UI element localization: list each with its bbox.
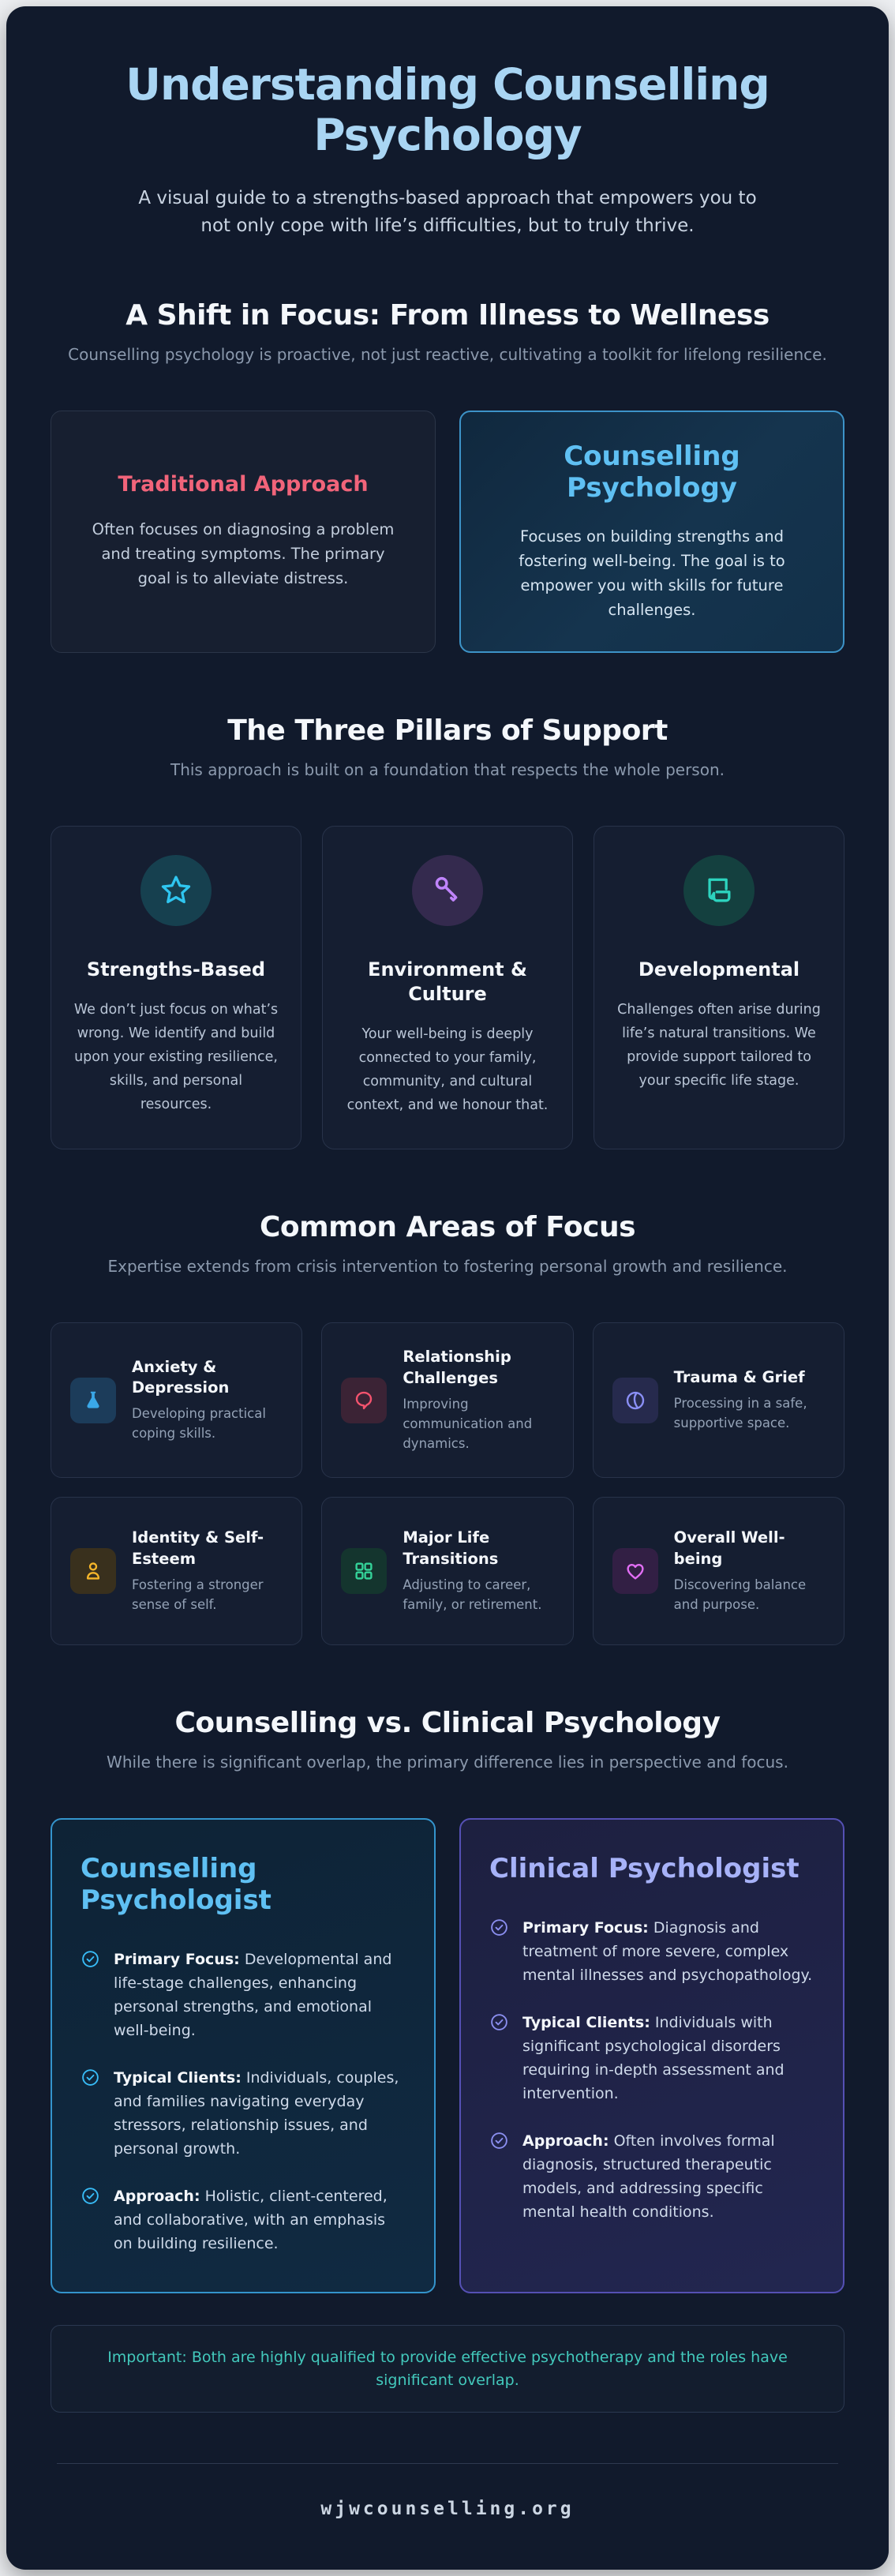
traditional-approach-title: Traditional Approach bbox=[118, 471, 369, 497]
chat-bubble-icon bbox=[341, 1377, 388, 1423]
counselling-psychology-body: Focuses on building strengths and foster… bbox=[519, 527, 785, 620]
check-circle-icon bbox=[489, 1916, 510, 1987]
check-circle-icon bbox=[489, 2011, 510, 2105]
area-card-anxiety: Anxiety & Depression Developing practica… bbox=[51, 1322, 303, 1479]
pillar-card-environment: Environment & Culture Your well-being is… bbox=[322, 825, 573, 1150]
area-card-relationships: Relationship Challenges Improving commun… bbox=[321, 1322, 574, 1479]
item-label: Typical Clients: bbox=[114, 2069, 242, 2087]
item-label: Primary Focus: bbox=[114, 1951, 240, 1969]
check-circle-icon bbox=[81, 1948, 101, 2042]
footer-site-url: wjwcounselling.org bbox=[320, 2499, 575, 2520]
pillar-card-strengths: Strengths-Based We don’t just focus on w… bbox=[51, 825, 301, 1150]
counselling-psychology-card: Counselling Psychology Focuses on buildi… bbox=[459, 410, 844, 653]
area-card-transitions: Major Life Transitions Adjusting to care… bbox=[321, 1497, 574, 1646]
area-title: Anxiety & Depression bbox=[132, 1357, 230, 1397]
list-item: Primary Focus: Developmental and life-st… bbox=[81, 1948, 406, 2042]
pillars-heading: The Three Pillars of Support bbox=[227, 714, 668, 747]
area-body: Adjusting to career, family, or retireme… bbox=[403, 1577, 542, 1612]
area-body: Processing in a safe, supportive space. bbox=[673, 1396, 807, 1430]
shift-subheading: Counselling psychology is proactive, not… bbox=[68, 344, 827, 364]
pillar-body: We don’t just focus on what’s wrong. We … bbox=[73, 1001, 279, 1113]
pillar-body: Your well-being is deeply connected to y… bbox=[346, 1026, 549, 1114]
check-circle-icon bbox=[81, 2066, 101, 2161]
grid-icon bbox=[341, 1548, 388, 1595]
areas-subheading: Expertise extends from crisis interventi… bbox=[107, 1257, 788, 1277]
item-label: Primary Focus: bbox=[522, 1919, 649, 1937]
heart-icon bbox=[612, 1548, 658, 1595]
area-title: Trauma & Grief bbox=[673, 1367, 805, 1386]
compare-heading: Counselling vs. Clinical Psychology bbox=[174, 1707, 721, 1740]
compare-subheading: While there is significant overlap, the … bbox=[107, 1753, 788, 1772]
check-circle-icon bbox=[81, 2184, 101, 2255]
traditional-approach-card: Traditional Approach Often focuses on di… bbox=[51, 410, 436, 653]
section-three-pillars: The Three Pillars of Support This approa… bbox=[51, 714, 844, 1150]
star-icon bbox=[140, 854, 212, 926]
counselling-psychologist-title: Counselling Psychologist bbox=[81, 1853, 271, 1917]
traditional-approach-body: Often focuses on diagnosing a problem an… bbox=[92, 519, 395, 588]
key-icon bbox=[412, 854, 483, 926]
area-title: Identity & Self-Esteem bbox=[132, 1528, 264, 1568]
area-card-wellbeing: Overall Well-being Discovering balance a… bbox=[592, 1497, 844, 1646]
area-card-identity: Identity & Self-Esteem Fostering a stron… bbox=[51, 1497, 303, 1646]
page-subtitle: A visual guide to a strengths-based appr… bbox=[138, 187, 757, 237]
area-title: Major Life Transitions bbox=[403, 1528, 499, 1568]
section-compare: Counselling vs. Clinical Psychology Whil… bbox=[51, 1707, 844, 2294]
list-item: Primary Focus: Diagnosis and treatment o… bbox=[489, 1916, 814, 1987]
item-label: Typical Clients: bbox=[522, 2014, 650, 2032]
area-body: Improving communication and dynamics. bbox=[403, 1397, 533, 1451]
item-text: Diagnosis and treatment of more severe, … bbox=[522, 1919, 813, 1985]
area-card-trauma: Trauma & Grief Processing in a safe, sup… bbox=[592, 1322, 844, 1479]
clinical-psychologist-card: Clinical Psychologist Primary Focus: Dia… bbox=[459, 1818, 844, 2294]
pillar-card-developmental: Developmental Challenges often arise dur… bbox=[594, 825, 844, 1150]
calm-circle-icon bbox=[612, 1377, 658, 1423]
page-title: Understanding Counselling Psychology bbox=[125, 59, 770, 160]
clinical-psychologist-title: Clinical Psychologist bbox=[489, 1853, 800, 1885]
footer-divider bbox=[57, 2463, 838, 2465]
area-body: Developing practical coping skills. bbox=[132, 1406, 266, 1442]
pillar-body: Challenges often arise during life’s nat… bbox=[617, 1001, 821, 1089]
area-body: Fostering a stronger sense of self. bbox=[132, 1577, 264, 1612]
pillar-title: Strengths-Based bbox=[86, 958, 266, 981]
list-item: Approach: Holistic, client-centered, and… bbox=[81, 2184, 406, 2255]
area-title: Relationship Challenges bbox=[403, 1348, 511, 1387]
flask-icon bbox=[70, 1377, 116, 1423]
pillar-title: Environment & Culture bbox=[368, 958, 527, 1005]
counselling-psychologist-card: Counselling Psychologist Primary Focus: … bbox=[51, 1818, 436, 2294]
section-common-areas: Common Areas of Focus Expertise extends … bbox=[51, 1211, 844, 1646]
list-item: Typical Clients: Individuals, couples, a… bbox=[81, 2066, 406, 2161]
item-label: Approach: bbox=[114, 2188, 200, 2206]
area-body: Discovering balance and purpose. bbox=[673, 1577, 807, 1612]
section-shift-in-focus: A Shift in Focus: From Illness to Wellne… bbox=[51, 299, 844, 653]
list-item: Approach: Often involves formal diagnosi… bbox=[489, 2129, 814, 2224]
pillar-title: Developmental bbox=[638, 958, 800, 981]
item-label: Approach: bbox=[522, 2132, 609, 2150]
shift-heading: A Shift in Focus: From Illness to Wellne… bbox=[125, 298, 770, 332]
counselling-psychology-title: Counselling Psychology bbox=[564, 440, 740, 504]
important-note: Important: Both are highly qualified to … bbox=[51, 2325, 844, 2413]
person-icon bbox=[70, 1548, 116, 1595]
check-circle-icon bbox=[489, 2129, 510, 2224]
list-item: Typical Clients: Individuals with signif… bbox=[489, 2011, 814, 2105]
pillars-subheading: This approach is built on a foundation t… bbox=[170, 759, 725, 779]
book-icon bbox=[683, 854, 755, 926]
area-title: Overall Well-being bbox=[673, 1528, 785, 1568]
infographic-page: Understanding Counselling Psychology A v… bbox=[6, 6, 889, 2570]
important-note-text: Important: Both are highly qualified to … bbox=[107, 2349, 788, 2389]
areas-heading: Common Areas of Focus bbox=[259, 1211, 636, 1244]
